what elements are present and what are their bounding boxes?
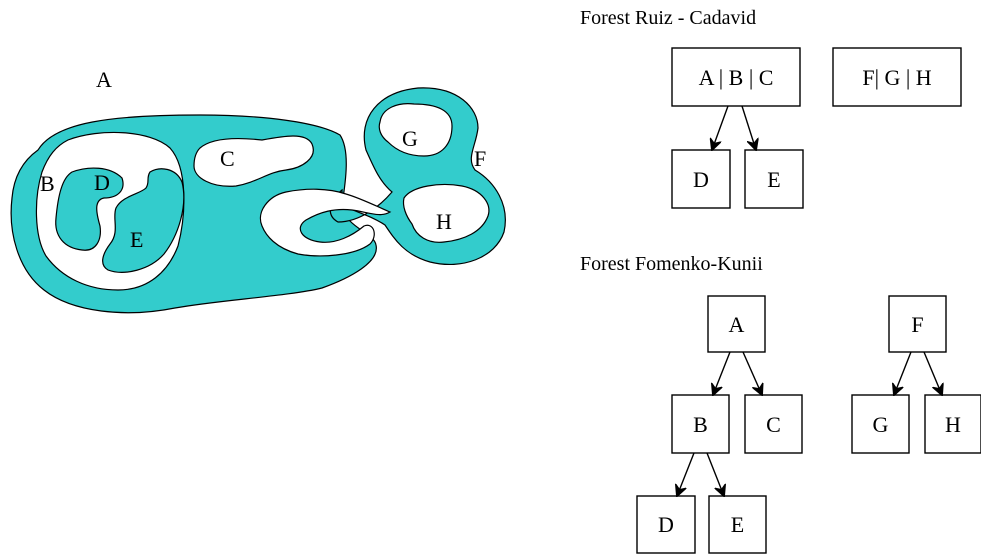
fomenko-node-g: G — [851, 394, 910, 454]
region-label-b: B — [40, 171, 55, 196]
region-island-e — [102, 168, 185, 273]
fomenko-node-d-label: D — [658, 512, 674, 537]
region-label-h: H — [436, 209, 452, 234]
region-label-g: G — [402, 126, 418, 151]
region-island-d — [55, 167, 124, 251]
fomenko-node-f: F — [888, 295, 947, 353]
fomenko-node-c: C — [744, 394, 803, 454]
ruiz-edge-abc-e — [741, 105, 756, 150]
forest-ruiz-cadavid: Forest Ruiz - Cadavid A | B | C F| G | H… — [580, 7, 962, 209]
region-channel — [259, 188, 392, 257]
fomenko-edge-f-g — [894, 351, 912, 395]
ruiz-edge-abc-d — [712, 105, 729, 150]
fomenko-node-h: H — [924, 394, 981, 454]
fomenko-edge-b-e — [706, 452, 724, 496]
fomenko-node-b: B — [671, 394, 730, 454]
ruiz-node-fgh-label: F| G | H — [862, 65, 931, 90]
region-hole-g — [378, 103, 453, 157]
ruiz-node-d-label: D — [693, 167, 709, 192]
region-label-a: A — [96, 67, 112, 92]
ruiz-node-e: E — [744, 149, 804, 209]
fomenko-node-a: A — [707, 295, 766, 353]
forest-fomenko-title: Forest Fomenko-Kunii — [580, 253, 763, 275]
fomenko-node-f-label: F — [911, 312, 923, 337]
fomenko-node-g-label: G — [873, 412, 889, 437]
fomenko-node-d: D — [636, 495, 696, 554]
region-label-c: C — [220, 146, 235, 171]
fomenko-edge-a-b — [713, 351, 731, 395]
forest-fomenko-kunii: Forest Fomenko-Kunii A B C D E F G — [580, 253, 981, 554]
ruiz-node-e-label: E — [767, 167, 780, 192]
region-hole-h — [402, 183, 490, 243]
fomenko-node-e: E — [708, 495, 767, 554]
fomenko-edge-f-h — [923, 351, 942, 395]
fomenko-node-h-label: H — [945, 412, 961, 437]
fomenko-edge-b-d — [677, 452, 695, 496]
region-map: A B C D E F G H — [10, 67, 506, 314]
ruiz-node-d: D — [671, 149, 731, 209]
fomenko-edge-a-c — [742, 351, 762, 395]
ruiz-node-abc: A | B | C — [671, 47, 801, 107]
region-hole-c — [193, 135, 314, 187]
fomenko-node-a-label: A — [729, 312, 745, 337]
region-label-e: E — [130, 227, 143, 252]
fomenko-node-c-label: C — [766, 412, 781, 437]
fomenko-node-b-label: B — [693, 412, 708, 437]
region-label-d: D — [94, 170, 110, 195]
forest-ruiz-title: Forest Ruiz - Cadavid — [580, 7, 756, 29]
ruiz-node-abc-label: A | B | C — [699, 65, 774, 90]
region-label-f: F — [474, 146, 486, 171]
ruiz-node-fgh: F| G | H — [832, 47, 962, 107]
fomenko-node-e-label: E — [731, 512, 744, 537]
